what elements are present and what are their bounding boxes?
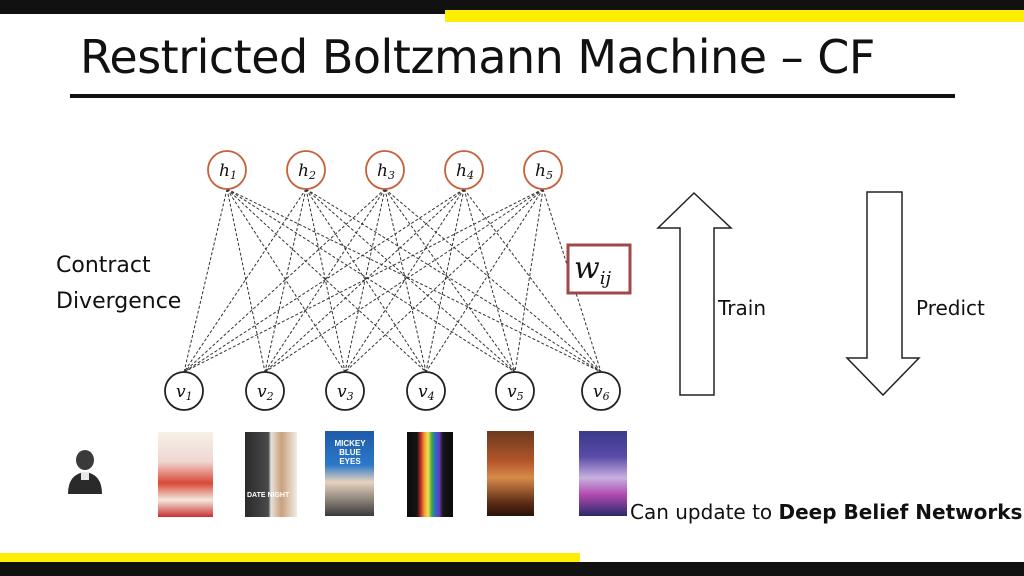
edge-h3-v2 <box>264 188 386 373</box>
note-bold: Deep Belief Networks <box>778 500 1023 524</box>
hidden-node-3-label: h3 <box>377 161 395 182</box>
hidden-node-4-circle <box>444 150 484 190</box>
hidden-node-5-label: h5 <box>535 161 553 182</box>
edge-h3-v1 <box>183 188 386 373</box>
weight-box-frame <box>566 243 632 295</box>
movie-poster-1 <box>158 432 213 517</box>
edge-h5-v1 <box>183 188 544 373</box>
hidden-node-5: h5 <box>523 150 563 190</box>
hidden-node-4-label: h4 <box>456 161 474 182</box>
visible-node-5-circle <box>495 371 535 411</box>
edge-h4-v4 <box>425 188 465 373</box>
edge-h1-v4 <box>226 188 427 373</box>
visible-node-5-label: v5 <box>507 382 524 403</box>
edge-h3-v3 <box>344 188 386 373</box>
edge-h3-v6 <box>384 188 602 373</box>
poster-2-title: DATE NIGHT <box>247 492 290 499</box>
edge-h1-v6 <box>226 188 602 373</box>
hidden-node-2: h2 <box>286 150 326 190</box>
movie-poster-2: DATE NIGHT <box>245 432 297 517</box>
edge-h5-v4 <box>425 188 544 373</box>
movie-poster-6 <box>579 431 627 516</box>
edge-h2-v2 <box>264 188 307 373</box>
hidden-node-3: h3 <box>365 150 405 190</box>
edge-h2-v6 <box>305 188 602 373</box>
predict-label: Predict <box>916 296 985 320</box>
hidden-node-1-label: h1 <box>219 161 237 182</box>
edge-h2-v4 <box>305 188 427 373</box>
predict-arrow-icon <box>845 191 921 397</box>
contract-divergence-line-2: Divergence <box>56 289 182 314</box>
visible-node-1: v1 <box>164 371 204 411</box>
edge-h1-v2 <box>226 188 266 373</box>
train-arrow-icon <box>656 191 733 396</box>
contract-divergence-line-1: Contract <box>56 253 151 278</box>
edge-h2-v5 <box>305 188 516 373</box>
edge-h5-v2 <box>264 188 544 373</box>
edge-h1-v3 <box>226 188 346 373</box>
visible-node-4-circle <box>406 371 446 411</box>
movie-poster-4 <box>407 432 453 517</box>
note-prefix: Can update to <box>630 500 779 524</box>
edge-h5-v3 <box>344 188 544 373</box>
hidden-node-4: h4 <box>444 150 484 190</box>
movie-poster-3: MICKEY BLUE EYES <box>325 431 374 516</box>
visible-node-4: v4 <box>406 371 446 411</box>
visible-node-2-label: v2 <box>257 382 274 403</box>
weight-label-box: wij <box>566 243 632 295</box>
slide-title: Restricted Boltzmann Machine – CF <box>80 30 875 84</box>
edge-h4-v1 <box>183 188 465 373</box>
visible-node-2: v2 <box>245 371 285 411</box>
top-yellow-bar <box>445 10 1024 22</box>
visible-node-5: v5 <box>495 371 535 411</box>
visible-node-4-label: v4 <box>418 382 435 403</box>
visible-node-6-label: v6 <box>593 382 610 403</box>
edge-h2-v3 <box>305 188 346 373</box>
visible-node-6: v6 <box>581 371 621 411</box>
visible-node-3: v3 <box>325 371 365 411</box>
edge-h4-v3 <box>344 188 465 373</box>
visible-layer: v1 v2 v3 v4 v5 v6 <box>164 371 621 411</box>
edge-h1-v1 <box>183 188 228 373</box>
edge-h4-v5 <box>463 188 516 373</box>
edge-h2-v1 <box>183 188 307 373</box>
edge-h5-v5 <box>514 188 544 373</box>
visible-node-1-label: v1 <box>176 382 193 403</box>
visible-node-3-label: v3 <box>337 382 354 403</box>
hidden-node-2-circle <box>286 150 326 190</box>
edge-h4-v6 <box>463 188 602 373</box>
bottom-black-bar <box>0 562 1024 576</box>
visible-node-6-circle <box>581 371 621 411</box>
visible-node-1-circle <box>164 371 204 411</box>
hidden-node-5-circle <box>523 150 563 190</box>
train-label: Train <box>718 296 766 320</box>
user-avatar-icon <box>68 450 102 494</box>
deep-belief-note: Can update to Deep Belief Networks <box>630 500 1022 524</box>
visible-node-2-circle <box>245 371 285 411</box>
hidden-node-1: h1 <box>207 150 247 190</box>
hidden-node-1-circle <box>207 150 247 190</box>
weight-edges <box>183 188 602 373</box>
hidden-node-2-label: h2 <box>298 161 316 182</box>
weight-symbol: wij <box>574 251 611 289</box>
movie-poster-5 <box>487 431 534 516</box>
title-underline <box>70 94 955 98</box>
hidden-node-3-circle <box>365 150 405 190</box>
edge-h3-v5 <box>384 188 516 373</box>
poster-3-title: MICKEY BLUE EYES <box>334 439 366 466</box>
edge-h3-v4 <box>384 188 427 373</box>
hidden-layer: h1 h2 h3 h4 h5 <box>207 150 563 190</box>
edge-h1-v5 <box>226 188 516 373</box>
visible-node-3-circle <box>325 371 365 411</box>
contract-divergence-label: Contract Divergence <box>56 248 181 320</box>
